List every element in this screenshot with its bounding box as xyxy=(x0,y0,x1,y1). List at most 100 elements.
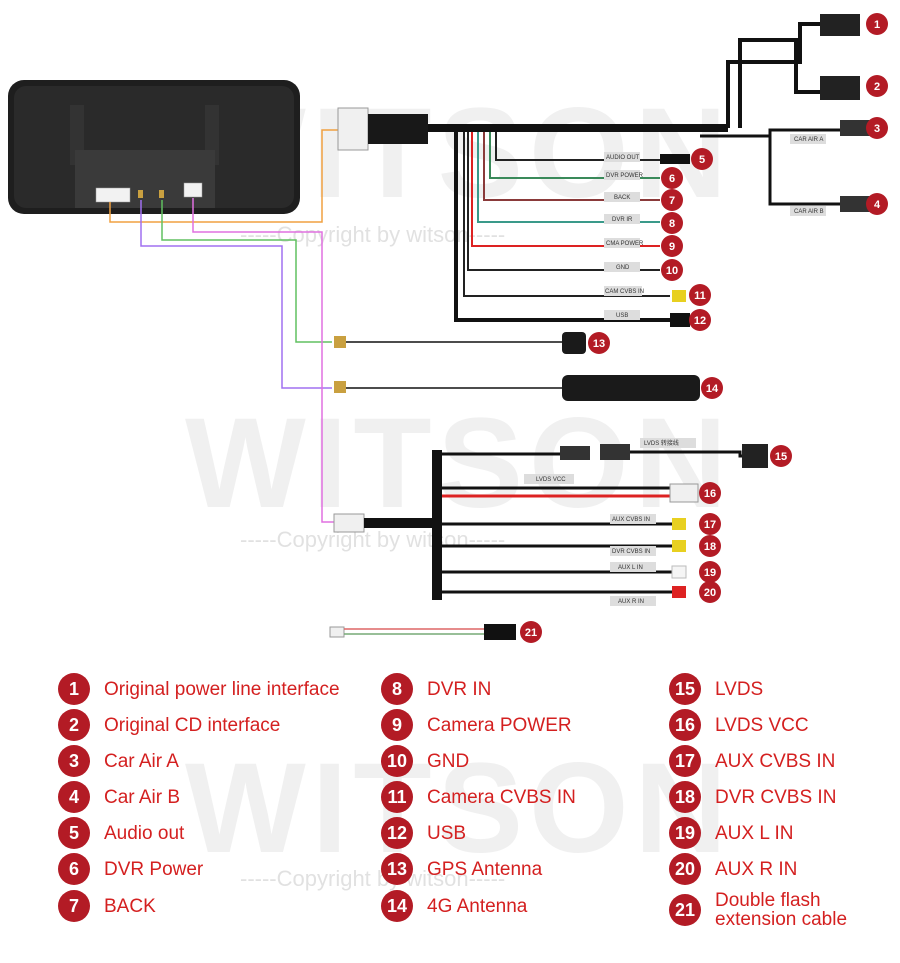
legend-badge-12: 12 xyxy=(381,817,413,849)
legend-badge-15: 15 xyxy=(669,673,701,705)
legend-item-19: 19 AUX L IN xyxy=(669,817,794,849)
label-dvr-power: DVR POWER xyxy=(606,173,644,179)
legend-badge-16: 16 xyxy=(669,709,701,741)
legend-badge-3: 3 xyxy=(58,745,90,777)
label-dvr-ir: DVR IR xyxy=(612,217,633,223)
callout-9-number: 9 xyxy=(669,241,675,253)
callout-5-number: 5 xyxy=(699,154,705,166)
callout-7-number: 7 xyxy=(669,195,675,207)
callout-1-number: 1 xyxy=(874,19,880,31)
guide-wires xyxy=(109,129,338,523)
label-car-air-a: CAR AIR A xyxy=(794,137,823,143)
connector-16 xyxy=(669,483,699,503)
callout-2: 2 xyxy=(866,75,888,97)
legend-label-21: Double flash extension cable xyxy=(715,890,848,930)
callout-18-number: 18 xyxy=(704,541,716,553)
callout-14: 14 xyxy=(701,377,723,399)
legend-item-21: 21 Double flash extension cable xyxy=(669,890,847,930)
head-unit-antenna-port-2 xyxy=(159,190,164,198)
legend-badge-21: 21 xyxy=(669,894,701,926)
connector-15 xyxy=(742,444,768,468)
head-unit-main-port xyxy=(95,187,131,203)
head-unit xyxy=(8,80,300,214)
label-lvds-cable: LVDS 转接线 xyxy=(644,439,679,447)
legend-badge-19: 19 xyxy=(669,817,701,849)
label-usb: USB xyxy=(616,313,628,319)
callout-9: 9 xyxy=(661,235,683,257)
connector-4 xyxy=(840,196,870,212)
callout-5: 5 xyxy=(691,148,713,170)
callout-21: 21 xyxy=(520,621,542,643)
label-aux-l-in: AUX L IN xyxy=(618,565,643,571)
main-harness: CAR AIR A CAR AIR B AUDIO OUT DVR POWER … xyxy=(337,14,870,327)
legend-label-5: Audio out xyxy=(104,822,185,844)
legend-item-16: 16 LVDS VCC xyxy=(669,709,809,741)
head-unit-antenna-port-1 xyxy=(138,190,143,198)
4g-antenna xyxy=(562,375,700,401)
legend-label-20: AUX R IN xyxy=(715,858,798,880)
callout-11-number: 11 xyxy=(694,290,706,302)
legend-item-3: 3 Car Air A xyxy=(58,745,179,777)
callout-6-number: 6 xyxy=(669,173,675,185)
callout-15-number: 15 xyxy=(775,451,787,463)
label-cam-cvbs-in: CAM CVBS IN xyxy=(605,289,644,295)
legend-badge-4: 4 xyxy=(58,781,90,813)
legend-badge-5: 5 xyxy=(58,817,90,849)
legend-item-12: 12 USB xyxy=(381,817,466,849)
legend-item-7: 7 BACK xyxy=(58,890,156,922)
legend-badge-7: 7 xyxy=(58,890,90,922)
legend-item-4: 4 Car Air B xyxy=(58,781,180,813)
connector-2 xyxy=(820,76,860,100)
legend-label-8: DVR IN xyxy=(427,678,492,700)
callout-6: 6 xyxy=(661,167,683,189)
legend-label-12: USB xyxy=(427,822,467,844)
label-lvds-vcc: LVDS VCC xyxy=(536,477,566,483)
callout-3-number: 3 xyxy=(874,123,880,135)
legend: 1 Original power line interface 2 Origin… xyxy=(0,660,900,960)
callout-16: 16 xyxy=(699,482,721,504)
label-gnd: GND xyxy=(616,265,630,271)
legend-label-9: Camera POWER xyxy=(427,714,572,736)
legend-label-6: DVR Power xyxy=(104,858,204,880)
legend-label-18: DVR CVBS IN xyxy=(715,786,837,808)
callout-1: 1 xyxy=(866,13,888,35)
callout-18: 18 xyxy=(699,535,721,557)
callout-11: 11 xyxy=(689,284,711,306)
callout-19-number: 19 xyxy=(704,567,716,579)
callout-14-number: 14 xyxy=(706,383,719,395)
double-flash-cable xyxy=(329,624,516,640)
legend-label-17: AUX CVBS IN xyxy=(715,750,836,772)
legend-item-15: 15 LVDS xyxy=(669,673,763,705)
fanout-labels: AUDIO OUT DVR POWER BACK DVR IR CMA POWE… xyxy=(604,152,644,320)
legend-item-20: 20 AUX R IN xyxy=(669,853,797,885)
legend-item-1: 1 Original power line interface xyxy=(58,673,340,705)
wiring-diagram: CAR AIR A CAR AIR B AUDIO OUT DVR POWER … xyxy=(8,13,888,643)
label-car-air-b: CAR AIR B xyxy=(794,209,824,215)
legend-label-11: Camera CVBS IN xyxy=(427,786,576,808)
head-unit-lvds-port xyxy=(183,182,203,198)
legend-label-10: GND xyxy=(427,750,470,772)
legend-badge-10: 10 xyxy=(381,745,413,777)
legend-item-18: 18 DVR CVBS IN xyxy=(669,781,836,813)
legend-badge-8: 8 xyxy=(381,673,413,705)
legend-badge-18: 18 xyxy=(669,781,701,813)
legend-badge-20: 20 xyxy=(669,853,701,885)
callout-4: 4 xyxy=(866,193,888,215)
callout-2-number: 2 xyxy=(874,81,880,93)
legend-item-11: 11 Camera CVBS IN xyxy=(381,781,576,813)
connector-3 xyxy=(840,120,870,136)
callout-17-number: 17 xyxy=(704,519,716,531)
legend-item-10: 10 GND xyxy=(381,745,469,777)
legend-label-16: LVDS VCC xyxy=(715,714,809,736)
legend-badge-1: 1 xyxy=(58,673,90,705)
gps-antenna xyxy=(562,332,586,354)
callout-17: 17 xyxy=(699,513,721,535)
label-dvr-cvbs-in: DVR CVBS IN xyxy=(612,549,650,555)
legend-label-2: Original CD interface xyxy=(104,714,281,736)
callout-13: 13 xyxy=(588,332,610,354)
legend-label-4: Car Air B xyxy=(104,786,181,808)
legend-label-15: LVDS xyxy=(715,678,764,700)
legend-label-3: Car Air A xyxy=(104,750,179,772)
callout-13-number: 13 xyxy=(593,338,605,350)
legend-badge-9: 9 xyxy=(381,709,413,741)
